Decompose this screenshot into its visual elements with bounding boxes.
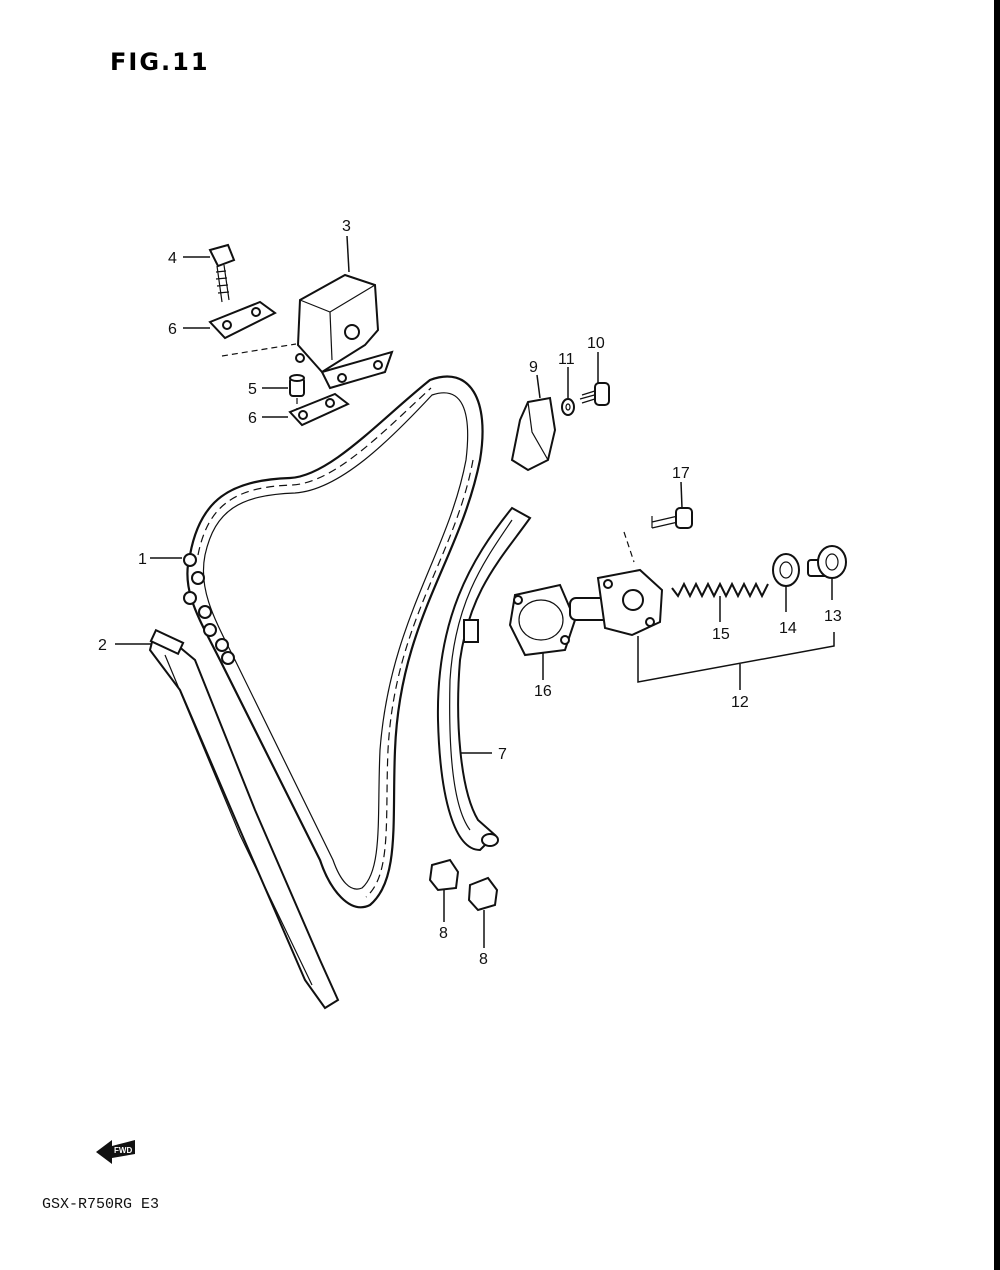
callout-1: 1 (138, 551, 147, 568)
callout-6-upper: 6 (168, 321, 177, 338)
callout-12: 12 (731, 694, 749, 711)
page-edge-bar (994, 0, 1000, 1270)
callout-15: 15 (712, 626, 730, 643)
guide-collar (289, 374, 305, 397)
washer (561, 398, 575, 416)
tensioner-o-ring (772, 553, 800, 587)
callout-5: 5 (248, 381, 257, 398)
guide-plates (208, 300, 350, 427)
upper-chain-guide (295, 273, 394, 390)
callout-17: 17 (672, 465, 690, 482)
guide-bolt (208, 243, 236, 303)
callout-10: 10 (587, 335, 605, 352)
chain-cushion (510, 396, 557, 472)
callout-6-lower: 6 (248, 410, 257, 427)
callout-14: 14 (779, 620, 797, 637)
model-code: GSX-R750RG E3 (42, 1196, 160, 1213)
callout-16: 16 (534, 683, 552, 700)
front-chain-guide (148, 628, 340, 1010)
callout-7: 7 (498, 746, 507, 763)
figure-title: FIG.11 (110, 48, 210, 76)
tensioner-cap-bolt (807, 545, 847, 579)
fwd-direction-icon: FWD (96, 1140, 135, 1164)
callout-labels: 1 2 3 4 5 6 6 7 8 8 9 10 11 12 13 14 15 … (98, 218, 842, 968)
callout-8-right: 8 (479, 951, 488, 968)
leader-lines (115, 235, 835, 948)
callout-9: 9 (529, 359, 538, 376)
callout-4: 4 (168, 250, 177, 267)
chain-dampers (428, 858, 499, 912)
tensioner-spring (671, 581, 769, 599)
tensioner-body (569, 568, 664, 637)
chain-tensioner-blade (436, 506, 532, 852)
tensioner-mount-bolt (651, 507, 693, 529)
cushion-bolt (579, 382, 610, 406)
fwd-label: FWD (114, 1146, 132, 1155)
callout-13: 13 (824, 608, 842, 625)
callout-11: 11 (558, 351, 575, 368)
tensioner-gasket (508, 583, 577, 657)
callout-2: 2 (98, 637, 107, 654)
callout-8-left: 8 (439, 925, 448, 942)
callout-3: 3 (342, 218, 351, 235)
cam-chain (183, 375, 484, 909)
